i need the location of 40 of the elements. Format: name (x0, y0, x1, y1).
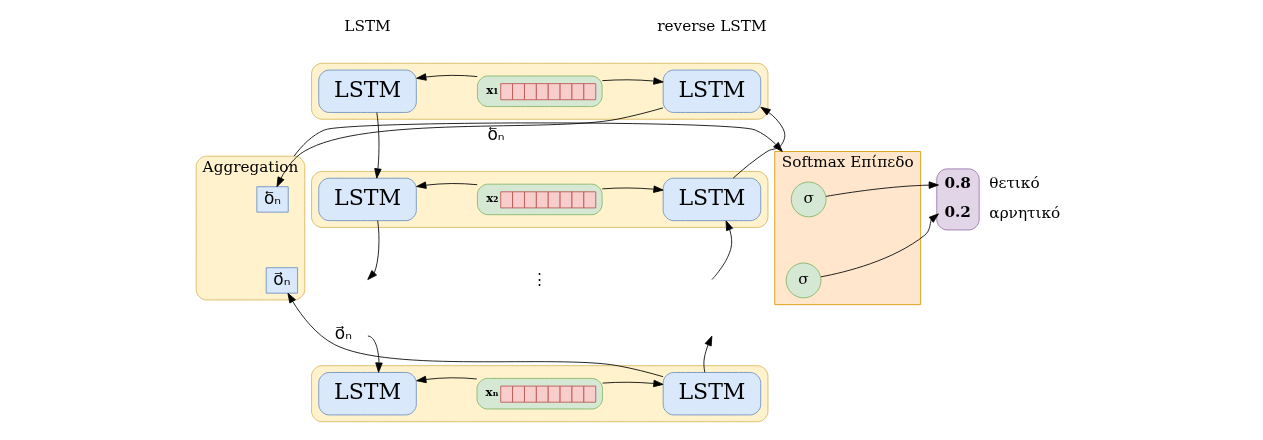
cluster (310, 365, 768, 423)
arrow (293, 122, 783, 157)
label: LSTM (343, 16, 391, 35)
cluster (310, 62, 768, 120)
arrow (415, 73, 478, 81)
label: reverse LSTM (656, 16, 767, 35)
arrow (820, 213, 939, 278)
node-box: o⃖ₙ (255, 186, 289, 213)
arrow (711, 220, 733, 280)
node-box: LSTM (662, 177, 761, 222)
arrow (373, 112, 382, 179)
edge-label: o⃗ₙ (334, 323, 352, 344)
arrow (601, 379, 663, 388)
arrow (415, 181, 478, 189)
node-box: x₁ (476, 75, 603, 107)
arrow (601, 77, 664, 85)
node-circle: σ (785, 262, 821, 299)
node-label: αρνητικό (988, 204, 1060, 223)
arrow (366, 335, 383, 373)
node-box: x₂ (476, 183, 603, 216)
node-box: o⃗ₙ (265, 267, 298, 294)
arrow (702, 335, 712, 373)
cluster (310, 171, 768, 228)
arrow (825, 181, 939, 197)
arrow (287, 292, 663, 378)
edge-label: o⃖ₙ (486, 123, 505, 144)
node-box: LSTM (662, 69, 761, 113)
arrow (276, 107, 663, 188)
node-box: xₙ (476, 378, 603, 410)
arrow (366, 220, 379, 280)
arrow (601, 185, 664, 193)
node-box: LSTM (317, 177, 417, 222)
node-box: LSTM (317, 372, 417, 416)
node-box: LSTM (317, 69, 417, 113)
arrow (732, 106, 785, 179)
node-box: LSTM (662, 372, 761, 416)
label: ⋮ (531, 270, 547, 289)
node-circle: σ (790, 181, 826, 218)
arrow (415, 375, 477, 384)
node-label: θετικό (988, 174, 1040, 193)
